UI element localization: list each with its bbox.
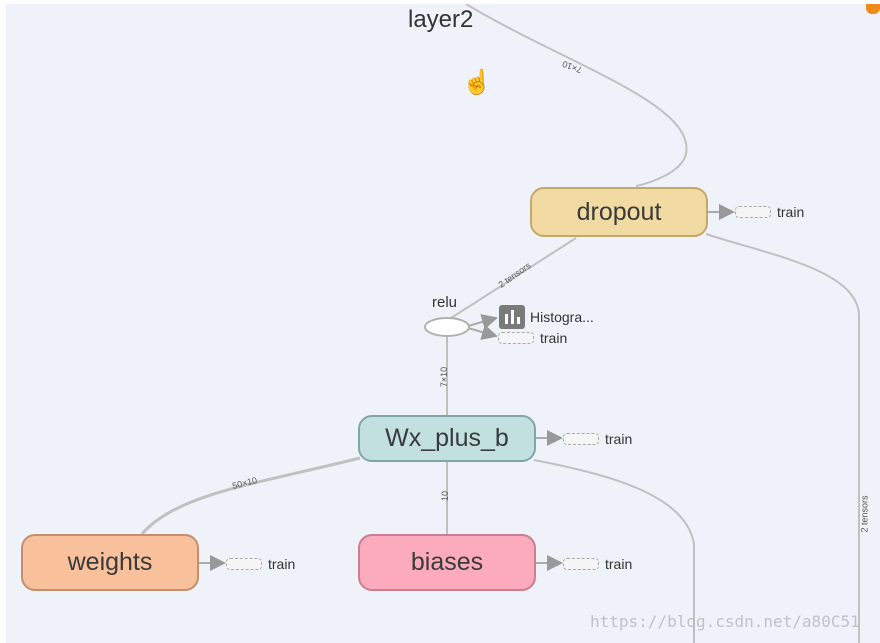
edge-label: 7×10: [439, 366, 450, 388]
group-title: layer2: [408, 6, 474, 33]
wx-train-aux[interactable]: train: [563, 431, 632, 447]
dropout-train-aux[interactable]: train: [735, 204, 804, 220]
aux-box: [563, 433, 599, 445]
aux-label: Histogra...: [530, 309, 594, 325]
biases-node[interactable]: biases: [358, 534, 536, 591]
edge-dropout-right: [705, 233, 860, 643]
biases-train-aux[interactable]: train: [563, 556, 632, 572]
edge-wx-right: [533, 459, 695, 643]
edge-label: 2 tensors: [859, 495, 870, 533]
aux-label: train: [605, 431, 633, 447]
aux-label: train: [540, 330, 568, 346]
edge-relu-hist: [467, 314, 498, 330]
relu-label: relu: [432, 294, 458, 311]
edges-layer: [140, 4, 860, 643]
aux-label: train: [268, 556, 296, 572]
corner-badge-icon: [866, 4, 880, 14]
wx-plus-b-node[interactable]: Wx_plus_b: [358, 415, 536, 462]
weights-node[interactable]: weights: [21, 534, 199, 591]
relu-train-aux[interactable]: train: [498, 330, 567, 346]
relu-node: [424, 317, 470, 337]
dropout-node[interactable]: dropout: [530, 187, 708, 237]
edge-dropout-to-relu: [450, 237, 577, 319]
weights-train-aux[interactable]: train: [226, 556, 295, 572]
graph-canvas[interactable]: layer2 7×10 2 tensors 7×10 50×10 10 2 te…: [6, 4, 880, 643]
aux-box: [735, 206, 771, 218]
edge-weights-to-wx: [140, 456, 361, 535]
watermark: https://blog.csdn.net/a80C51: [590, 612, 860, 631]
edge-layer-to-dropout: [465, 4, 688, 187]
edge-relu-train: [467, 324, 498, 340]
edge-label: 10: [440, 490, 451, 502]
aux-label: train: [777, 204, 805, 220]
aux-box: [563, 558, 599, 570]
aux-label: train: [605, 556, 633, 572]
aux-box: [498, 332, 534, 344]
bar-chart-icon: [499, 305, 525, 329]
relu-histogram-aux[interactable]: Histogra...: [499, 305, 594, 329]
hand-pointer-icon: ☝: [462, 69, 492, 96]
aux-box: [226, 558, 262, 570]
